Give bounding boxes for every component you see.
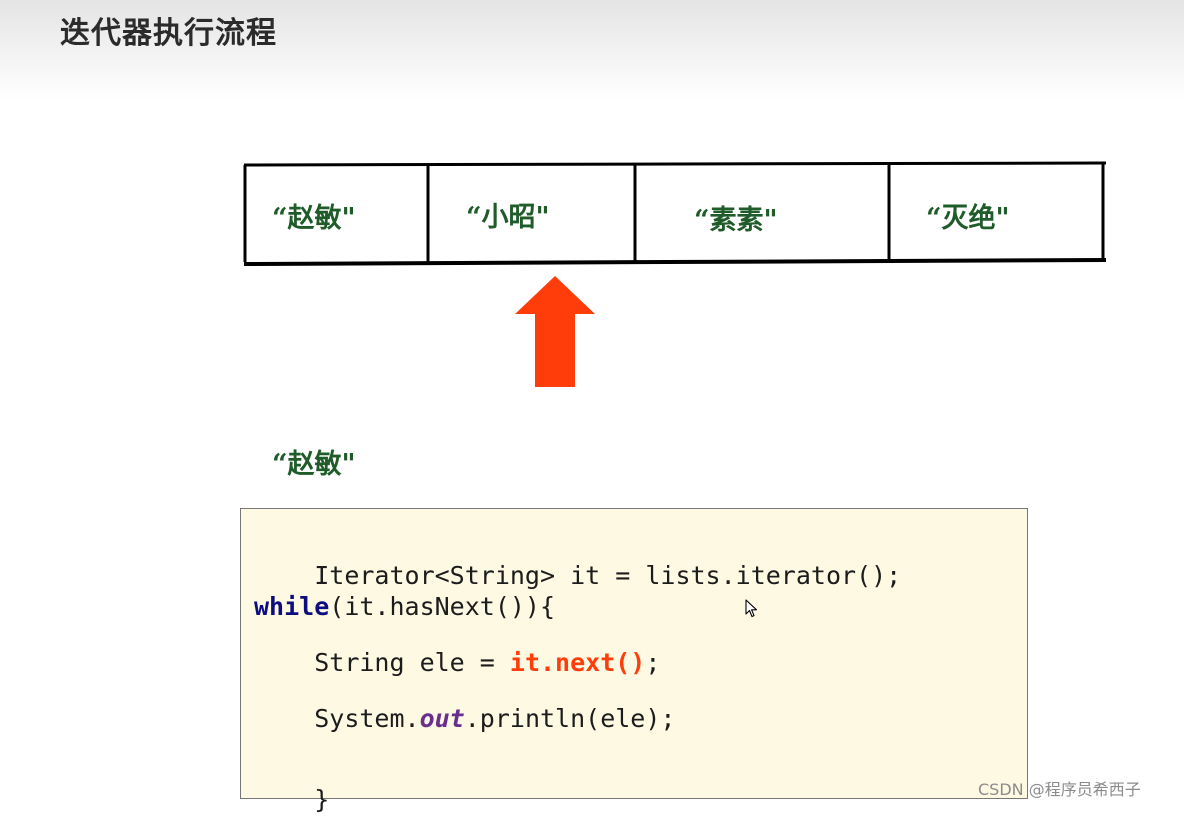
code-line-3: String ele = it.next();	[254, 650, 660, 675]
code-indent	[254, 648, 314, 677]
array-bottom-border	[243, 258, 1107, 266]
code-block: Iterator<String> it = lists.iterator(); …	[240, 508, 1028, 812]
code-string-declaration: String ele =	[314, 648, 510, 677]
code-out-field: out	[419, 704, 465, 733]
code-system-class: System.	[314, 704, 420, 733]
code-line-2: while(it.hasNext()){	[254, 594, 555, 619]
watermark-text: CSDN @程序员希西子	[978, 780, 1141, 799]
code-next-call: it.next()	[509, 648, 646, 677]
array-cell-1: “赵敏"	[272, 203, 356, 234]
code-keyword-while: while	[254, 592, 330, 621]
collection-array	[243, 161, 1107, 387]
array-cell-3: “素素"	[694, 205, 778, 236]
array-cell-4: “灭绝"	[926, 203, 1010, 234]
array-cell-2: “小昭"	[466, 202, 550, 233]
code-iterator-declaration: Iterator<String> it = lists.iterator();	[314, 561, 902, 590]
code-indent	[254, 704, 314, 733]
code-println-call: .println(ele);	[464, 704, 676, 733]
mouse-pointer-icon	[745, 599, 758, 618]
code-line-1: Iterator<String> it = lists.iterator();	[254, 538, 901, 613]
code-line-4: System.out.println(ele);	[254, 706, 675, 731]
slide-title: 迭代器执行流程	[60, 16, 277, 51]
up-arrow-icon	[515, 276, 595, 387]
code-line-5: }	[254, 762, 329, 837]
code-closing-brace: }	[314, 785, 330, 814]
current-element-value: “赵敏"	[272, 449, 356, 480]
header-band	[0, 0, 1184, 100]
code-hasnext-condition: (it.hasNext()){	[329, 592, 556, 621]
array-top-border	[243, 161, 1107, 167]
code-semicolon: ;	[645, 648, 661, 677]
